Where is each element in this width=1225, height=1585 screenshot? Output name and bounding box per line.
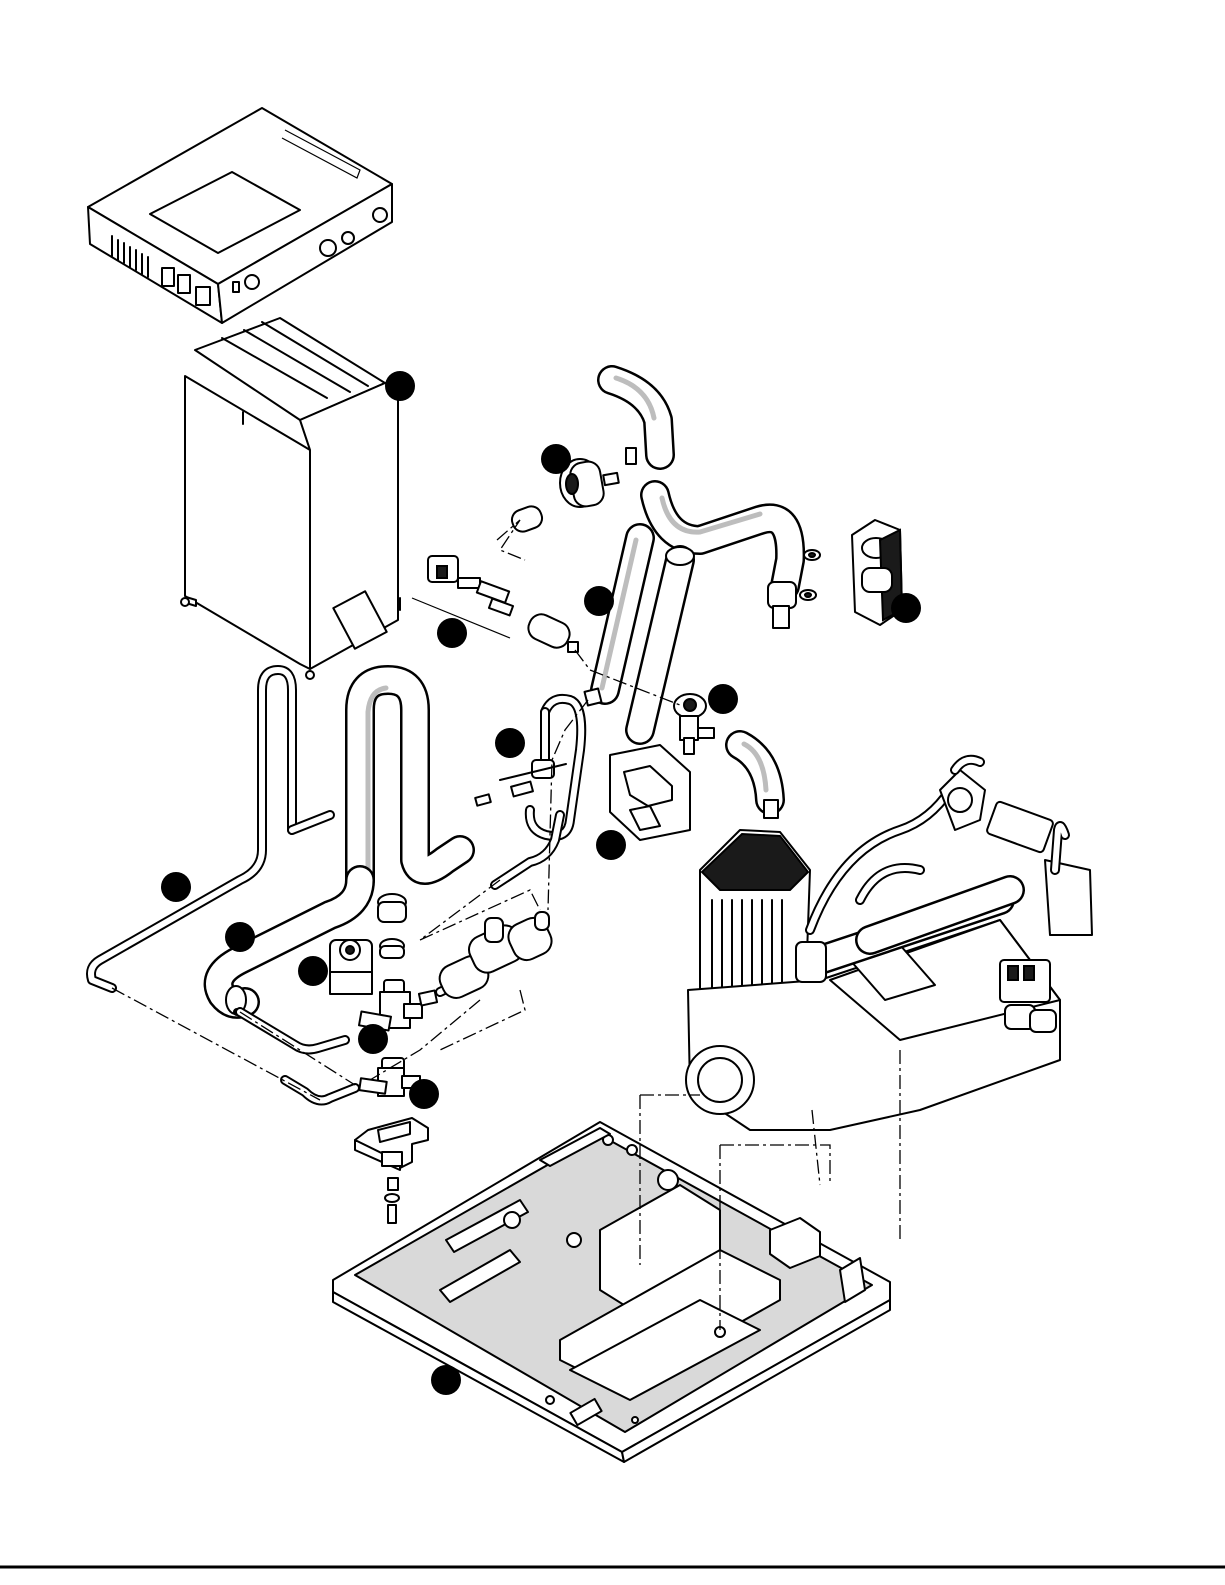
pump-motor-assembly xyxy=(686,760,1092,1130)
callout-marker xyxy=(431,1365,461,1395)
callout-marker xyxy=(891,593,921,623)
elbow-hose-segment xyxy=(740,744,778,818)
base-pan xyxy=(333,1122,890,1462)
callout-marker xyxy=(541,444,571,474)
valve-caps xyxy=(378,894,406,958)
callout-marker xyxy=(437,618,467,648)
mounting-bracket xyxy=(181,318,400,679)
cable-gland xyxy=(373,208,387,222)
standoff-bracket xyxy=(355,1118,428,1223)
upper-hose-elbow xyxy=(612,378,660,464)
hose-clamp-assembly xyxy=(800,520,902,625)
callout-marker xyxy=(708,684,738,714)
cable-gland xyxy=(245,275,259,289)
callout-marker xyxy=(298,956,328,986)
valve-cover xyxy=(610,745,690,840)
control-box xyxy=(88,108,392,323)
callout-marker xyxy=(596,830,626,860)
callout-marker xyxy=(225,922,255,952)
callout-marker xyxy=(385,371,415,401)
inline-filter xyxy=(509,504,578,652)
pump-head-fitting xyxy=(330,940,372,994)
check-valve xyxy=(674,694,714,754)
callout-marker xyxy=(409,1079,439,1109)
callout-marker xyxy=(584,586,614,616)
callout-marker xyxy=(161,872,191,902)
callout-marker xyxy=(495,728,525,758)
cable-gland xyxy=(320,240,336,256)
callout-marker xyxy=(358,1024,388,1054)
tube-assembly xyxy=(475,699,581,836)
